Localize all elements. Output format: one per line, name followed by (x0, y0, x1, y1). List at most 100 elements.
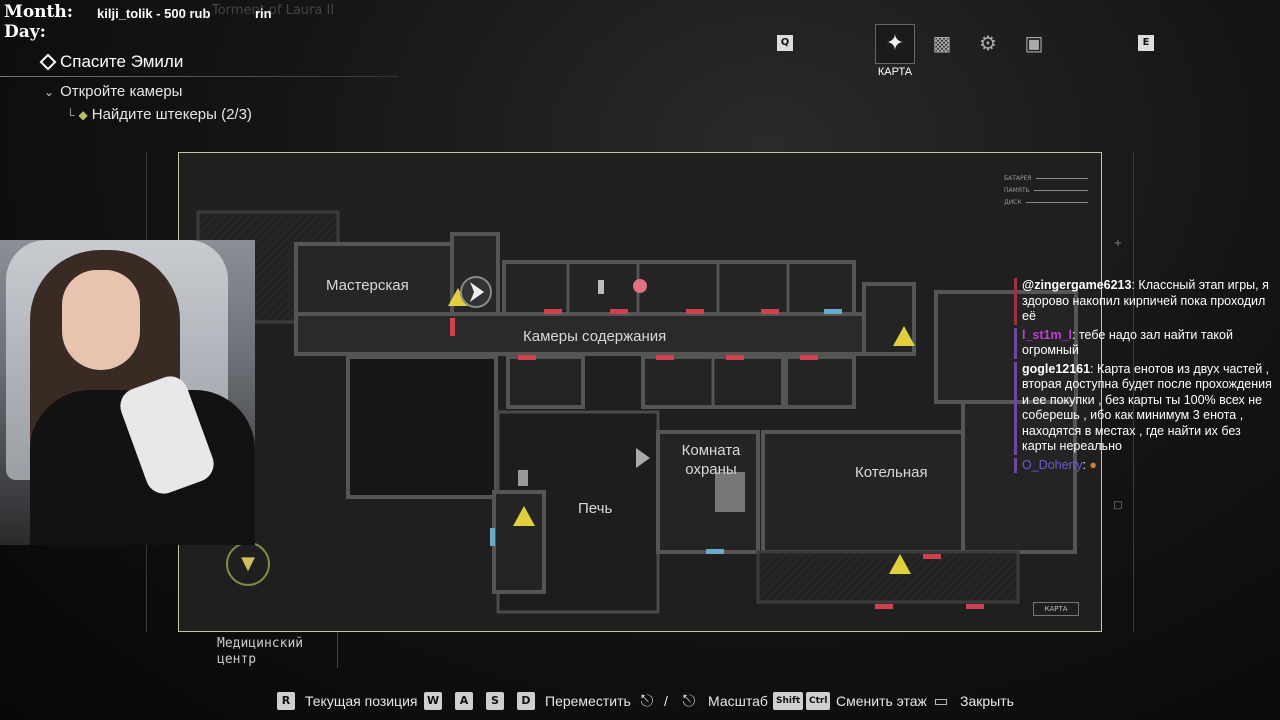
waypoint-arrow-icon (636, 448, 650, 468)
objective-marker-icon: ◆ (78, 107, 88, 122)
area-emblem-icon: ▼ (226, 542, 270, 586)
area-name-line2: центр (217, 652, 257, 667)
door-open (824, 309, 842, 314)
map-tab-label: КАРТА (877, 66, 913, 78)
chat-text: : Карта енотов из двух частей , вторая д… (1022, 361, 1272, 454)
objective-sub: ⌄ Откройте камеры (44, 83, 182, 100)
area-name: Медицинский центр (217, 636, 303, 668)
status-memory-label: ПАМЯТЬ (1004, 186, 1030, 194)
key-ctrl[interactable]: Ctrl (806, 692, 831, 710)
mouse-wheel-alt-icon: ⎋ (682, 691, 696, 710)
chat-message: O_Doherty: ● (1014, 457, 1276, 473)
next-tab-key[interactable]: E (1138, 35, 1154, 51)
plug-item-icon (598, 280, 604, 294)
door-locked (800, 355, 818, 360)
donation-alert: kilji_tolik - 500 rub (97, 6, 211, 21)
key-d[interactable]: D (517, 692, 535, 710)
objective-sub2: └ ◆ Найдите штекеры (2/3) (66, 106, 252, 123)
key-s[interactable]: S (486, 692, 504, 710)
objective-main: Спасите Эмили (39, 52, 184, 72)
hazard-icon (448, 288, 468, 306)
chat-message: gogle12161: Карта енотов из двух частей … (1014, 361, 1276, 455)
status-disk-label: ДИСК (1004, 198, 1022, 206)
room-dark (346, 355, 498, 499)
area-name-bracket (178, 632, 338, 668)
door-open (490, 528, 495, 546)
collectible-icon (633, 279, 647, 293)
room-label-boiler: Котельная (855, 464, 928, 481)
cells-top-row (502, 260, 856, 316)
area-name-line1: Медицинский (217, 636, 304, 651)
open-doors (490, 309, 842, 554)
player-arrow-icon (470, 282, 484, 302)
room-boiler (761, 430, 965, 554)
hazard-icon (893, 326, 915, 346)
objective-sub2-label: Найдите штекеры (2/3) (91, 106, 252, 123)
hint-change-floor: Сменить этаж (836, 693, 927, 709)
floor-icon[interactable]: □ (1113, 500, 1123, 511)
objective-main-label: Спасите Эмили (60, 52, 184, 71)
door-locked (518, 355, 536, 360)
hint-move: Переместить (545, 693, 631, 709)
room-label-workshop: Мастерская (326, 277, 409, 294)
door-locked (726, 355, 744, 360)
emote-icon: ● (1089, 457, 1097, 472)
donation-user: rin (255, 6, 272, 21)
status-battery-label: БАТАРЕЯ (1004, 174, 1032, 182)
chat-text: : (1082, 457, 1086, 472)
key-r[interactable]: R (277, 692, 295, 710)
hazard-icon (513, 506, 535, 526)
cell-lower-1 (506, 355, 585, 409)
status-panel: БАТАРЕЯ ПАМЯТЬ ДИСК (1004, 172, 1088, 208)
map-canvas[interactable] (178, 152, 1102, 632)
chat-username: l_st1m_l (1022, 327, 1073, 342)
car-icon[interactable]: ▩ (932, 31, 952, 55)
webcam-face (62, 270, 140, 370)
webcam-overlay (0, 240, 255, 545)
door-locked (450, 318, 455, 336)
door-locked (686, 309, 704, 314)
door-locked (923, 554, 941, 559)
door-open (706, 549, 724, 554)
faded-title: Torment of Laura II (212, 3, 335, 18)
door-locked (875, 604, 893, 609)
chair-icon[interactable]: ▣ (1024, 31, 1044, 55)
hazard-markers (448, 288, 915, 574)
gears-icon[interactable]: ⚙ (979, 31, 997, 55)
map-lower-area (756, 550, 1020, 604)
room-label-furnace: Печь (578, 500, 613, 517)
month-label: Month: (4, 2, 74, 22)
map-legend-button[interactable]: КАРТА (1033, 602, 1079, 616)
locked-doors (450, 309, 984, 609)
mouse-button-icon: ▭ (933, 691, 949, 710)
objective-diamond-icon (39, 53, 57, 71)
small-item-icon (518, 470, 528, 486)
hint-current-position: Текущая позиция (305, 693, 418, 709)
chevron-down-icon: ⌄ (44, 84, 55, 99)
compass-icon: ✦ (885, 31, 905, 56)
prev-tab-key[interactable]: Q (777, 35, 793, 51)
chat-text: : Классный этап игры, я здорово накопил … (1022, 278, 1269, 323)
key-a[interactable]: A (455, 692, 473, 710)
mouse-wheel-icon: ⎋ (640, 691, 654, 710)
zoom-in-icon[interactable]: + (1113, 238, 1123, 249)
chat-message: l_st1m_l: тебе надо зал найти такой огро… (1014, 327, 1276, 359)
control-hints-bar: R Текущая позиция W A S D Переместить ⎋ … (0, 690, 1280, 714)
key-w[interactable]: W (424, 692, 443, 710)
chat-username: gogle12161 (1022, 361, 1091, 376)
room-label-cells: Камеры содержания (523, 328, 667, 345)
key-shift[interactable]: Shift (773, 692, 804, 710)
door-locked (656, 355, 674, 360)
chat-username: O_Doherty (1022, 457, 1083, 472)
stream-chat: @zingergame6213: Классный этап игры, я з… (1014, 278, 1276, 476)
map-tab[interactable]: ✦ (875, 24, 915, 64)
door-locked (610, 309, 628, 314)
hint-close: Закрыть (960, 693, 1014, 709)
cell-lower-3 (784, 355, 856, 409)
hint-slash: / (664, 693, 668, 709)
room-corridor-left (492, 490, 546, 594)
corridor-main (294, 312, 866, 356)
hazard-icon (889, 554, 911, 574)
guard-computer-icon (715, 472, 745, 512)
door-locked (761, 309, 779, 314)
